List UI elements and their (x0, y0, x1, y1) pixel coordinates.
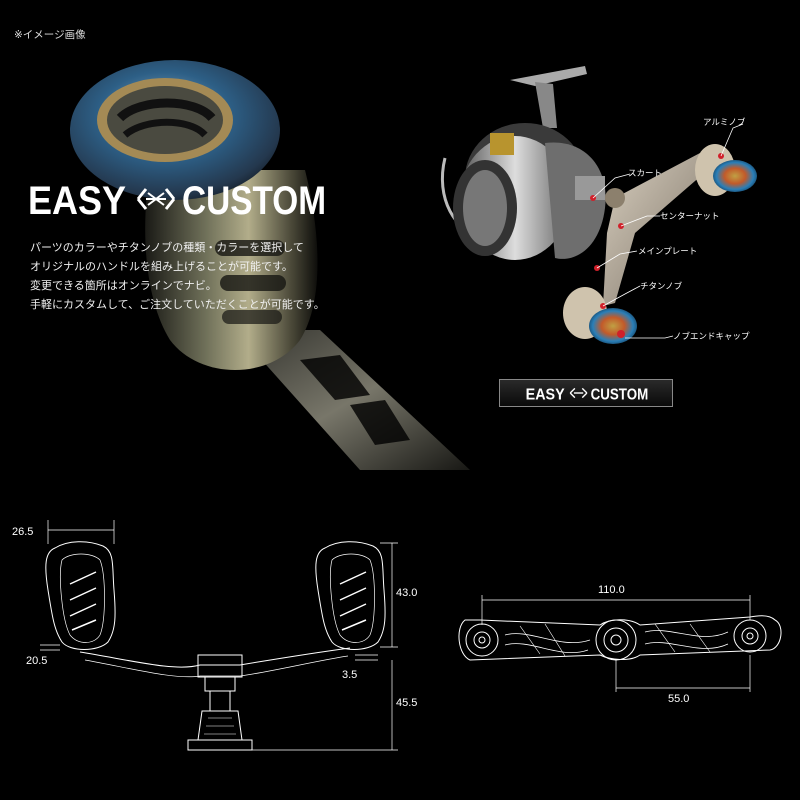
description-line: 変更できる箇所はオンラインでナビ。 (30, 279, 217, 292)
double-arrow-icon (569, 387, 588, 399)
logo-text-custom: CUSTOM (182, 179, 326, 220)
top-view-dimension-lines (481, 595, 751, 692)
description-line: パーツのカラーやチタンノブの種類・カラーを選択して (30, 241, 304, 254)
easy-custom-badge: EASY CUSTOM (499, 379, 673, 407)
part-label-knob-end-cap: ノブエンドキャップ (673, 332, 750, 342)
side-view-dimension-lines (40, 520, 398, 751)
part-label-skirt: スカート (628, 169, 663, 179)
reel-image (440, 66, 757, 344)
badge-text-easy: EASY (526, 387, 565, 404)
dim-knob-base: 20.5 (26, 655, 47, 667)
dim-offset: 3.5 (342, 669, 357, 681)
image-notice: ※イメージ画像 (14, 29, 86, 41)
aluminum-knob-icon (695, 144, 757, 196)
part-label-titanium-knob: チタンノブ (640, 282, 683, 292)
double-arrow-icon (136, 188, 176, 210)
description-line: 手軽にカスタムして、ご注文していただくことが可能です。 (30, 298, 325, 311)
reel-illustration: アルミノブ スカート センターナット メインプレート チタンノブ ノブエンドキャ… (415, 58, 800, 370)
dim-center-to-knob: 55.0 (668, 693, 689, 705)
easy-custom-logo: EASY CUSTOM (28, 179, 326, 220)
dimension-diagrams: 26.5 43.0 20.5 3.5 45.5 110.0 55.0 (12, 520, 782, 751)
part-label-aluminum-knob: アルミノブ (703, 118, 746, 128)
side-view-drawing (45, 541, 386, 751)
part-label-main-plate: メインプレート (638, 247, 698, 257)
dim-knob-width: 26.5 (12, 526, 33, 538)
part-label-center-nut: センターナット (660, 212, 720, 222)
top-view-drawing (458, 615, 782, 661)
description-line: オリジナルのハンドルを組み上げることが可能です。 (30, 260, 293, 273)
logo-text-easy: EASY (28, 179, 126, 220)
titanium-knob-icon (563, 287, 637, 344)
description: パーツのカラーやチタンノブの種類・カラーを選択して オリジナルのハンドルを組み上… (30, 238, 390, 314)
badge-text-custom: CUSTOM (591, 387, 649, 404)
dim-total-length: 110.0 (598, 584, 625, 596)
knob-closeup-image (70, 60, 470, 470)
dim-knob-height: 43.0 (396, 587, 417, 599)
dim-stem-height: 45.5 (396, 697, 417, 709)
